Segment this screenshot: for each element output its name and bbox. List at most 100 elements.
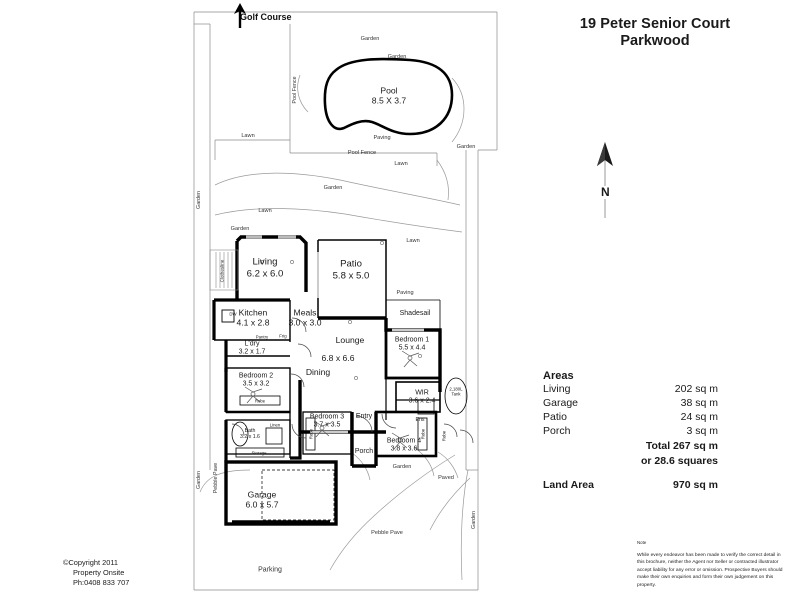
- room-lounge-name: Lounge: [335, 334, 365, 345]
- label-tank-text: Tank: [451, 392, 461, 397]
- label-robe-2: Robe: [308, 429, 313, 439]
- label-paving-2: Paving: [396, 290, 413, 296]
- areas-label-porch: Porch: [543, 424, 571, 437]
- room-shadesail-name: Shadesail: [399, 309, 431, 317]
- room-lounge: Lounge: [336, 335, 365, 345]
- areas-label-living: Living: [543, 383, 571, 395]
- label-robe-1-text: Robe: [254, 398, 266, 404]
- areas-row-patio: Patio 24 sq m: [543, 411, 718, 425]
- label-pantry: Pantry: [256, 334, 268, 339]
- land-area-label: Land Area: [543, 478, 594, 491]
- label-clothesline-text: Clothesline: [219, 259, 225, 283]
- room-ens: Ens: [416, 417, 425, 423]
- room-patio-dim: 5.8 x 5.0: [332, 270, 370, 281]
- copyright-block: ©Copyright 2011 Property Onsite Ph:0408 …: [63, 558, 129, 589]
- room-porch: Porch: [355, 448, 373, 456]
- label-robe-3: Robe: [420, 429, 425, 439]
- label-garden-below-pool-text: Garden: [230, 226, 250, 232]
- copyright-phone: Ph:0408 833 707: [73, 578, 130, 588]
- clothesline-icon: [209, 249, 239, 291]
- areas-row-garage: Garage 38 sq m: [543, 397, 718, 411]
- pool-shape: [323, 57, 454, 136]
- room-meals: Meals 3.0 x 3.0: [289, 308, 322, 329]
- title-suburb: Parkwood: [620, 33, 690, 49]
- room-entry: Entry: [356, 413, 372, 421]
- label-garden-mid-text: Garden: [323, 185, 343, 191]
- room-meals-dim: 3.0 x 3.0: [288, 318, 322, 328]
- label-garden-top-1-text: Garden: [360, 36, 380, 42]
- room-ens-name: Ens: [415, 416, 425, 423]
- page-title: 19 Peter Senior Court Parkwood: [530, 16, 780, 49]
- room-kitchen-name: Kitchen: [238, 307, 268, 318]
- room-lounge-dim-wrap: 6.8 x 6.6: [322, 353, 355, 363]
- label-garden-mid: Garden: [324, 185, 343, 191]
- areas-value-garage: 38 sq m: [680, 396, 718, 409]
- room-kitchen-dim: 4.1 x 2.8: [236, 318, 270, 328]
- room-bedroom-3-dim: 3.7 x 3.5: [313, 422, 341, 429]
- label-storage: Storage: [251, 450, 266, 455]
- label-tank-capacity: 2,180L: [449, 386, 463, 392]
- label-robe-3-text: Robe: [420, 428, 426, 440]
- room-living: Living 6.2 x 6.0: [247, 257, 284, 280]
- room-kitchen: Kitchen 4.1 x 2.8: [237, 308, 270, 329]
- areas-total-squares: or 28.6 squares: [640, 454, 718, 467]
- light-point-icons: [260, 241, 422, 380]
- label-clothesline: Clothesline: [220, 260, 225, 283]
- room-bedroom-2-name: Bedroom 2: [238, 372, 274, 380]
- label-garden-top-1: Garden: [361, 36, 380, 42]
- label-pebble-pave-horizontal: Pebble Pave: [371, 530, 403, 536]
- compass-north-label: N: [598, 185, 613, 200]
- title-street: 19 Peter Senior Court: [579, 16, 731, 32]
- areas-row-porch: Porch 3 sq m: [543, 425, 718, 439]
- label-pebble-pave-vertical-text: Pebble Pave: [213, 462, 219, 494]
- room-laundry: L'dry 3.2 x 1.7: [239, 341, 266, 358]
- areas-row-living: Living 202 sq m: [543, 383, 718, 397]
- label-parking: Parking: [258, 567, 282, 574]
- areas-heading: Areas: [543, 370, 574, 382]
- room-wir: WIR 3.6 x 2.4: [409, 390, 436, 407]
- label-garden-lower-right-text: Garden: [471, 511, 477, 529]
- label-pool-fence-vertical: Pool Fence: [292, 76, 298, 103]
- room-bedroom-1-name: Bedroom 1: [394, 336, 430, 344]
- room-wir-dim: 3.6 x 2.4: [408, 398, 436, 405]
- room-dining-name: Dining: [305, 366, 331, 377]
- room-wir-name: WIR: [415, 389, 429, 397]
- label-lawn-4-text: Lawn: [406, 238, 420, 244]
- site-boundary-lines: [193, 11, 498, 591]
- room-dining: Dining: [306, 367, 330, 377]
- room-bedroom-1-dim: 5.5 x 4.4: [398, 345, 426, 352]
- label-garden-lower-left: Garden: [196, 471, 202, 489]
- land-area-value: 970 sq m: [673, 478, 718, 491]
- label-lawn-2: Lawn: [258, 208, 271, 214]
- label-dishwasher: DW: [229, 311, 236, 316]
- label-garden-lower-left-text: Garden: [196, 471, 202, 489]
- room-bedroom-2: Bedroom 2 3.5 x 3.2: [239, 373, 273, 390]
- room-laundry-name: L'dry: [244, 340, 260, 348]
- label-water-tank: 2,180L Tank: [449, 387, 462, 398]
- room-bedroom-4-dim: 3.8 x 3.6: [390, 446, 418, 453]
- room-pool-dim: 8.5 X 3.7: [371, 96, 407, 106]
- label-lawn-3-text: Lawn: [394, 161, 408, 167]
- label-robe-1: Robe: [255, 398, 265, 403]
- room-bath-dim: 3.2 x 1.6: [240, 434, 260, 440]
- label-pool-fence-horizontal-text: Pool Fence: [347, 150, 377, 156]
- ceiling-fan-icons: [244, 350, 420, 450]
- label-paving-1-text: Paving: [373, 135, 391, 141]
- label-garden-bottom-text: Garden: [392, 464, 412, 470]
- room-pool-name: Pool: [380, 85, 398, 96]
- room-pool: Pool 8.5 X 3.7: [372, 86, 406, 107]
- room-patio-name: Patio: [340, 258, 362, 270]
- areas-total: Total 267 sq m: [645, 440, 718, 453]
- label-golf-course: Golf Course: [240, 12, 292, 22]
- label-garden-top-2: Garden: [388, 54, 407, 60]
- label-robe-4-text: Robe: [441, 430, 447, 442]
- label-pool-fence-vertical-text: Pool Fence: [292, 76, 298, 104]
- areas-label-garage: Garage: [543, 396, 579, 409]
- room-porch-name: Porch: [354, 447, 374, 455]
- copyright-company: Property Onsite: [73, 568, 125, 578]
- room-garage-name: Garage: [247, 489, 277, 500]
- label-lawn-4: Lawn: [406, 238, 419, 244]
- note-heading: Note: [637, 540, 647, 545]
